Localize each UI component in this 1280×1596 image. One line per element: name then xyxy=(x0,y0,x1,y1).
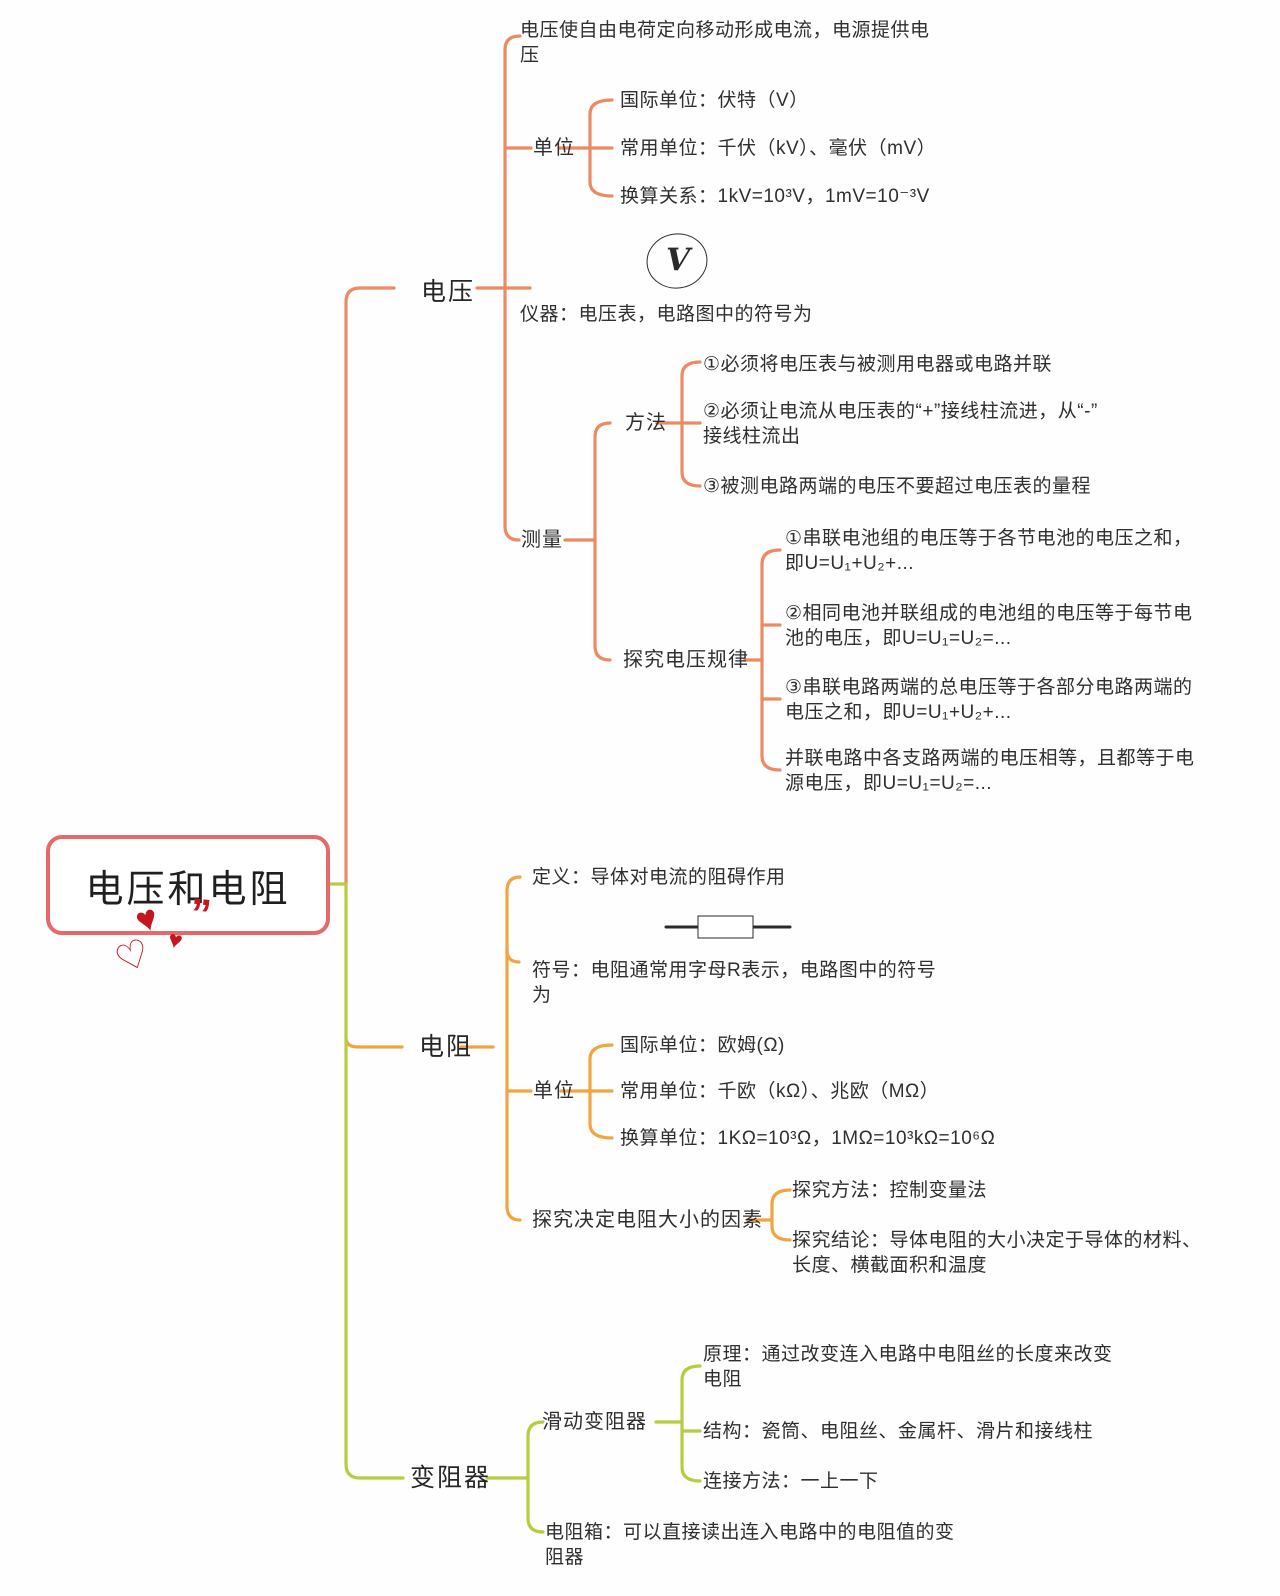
node-resistance-unit-si[interactable]: 国际单位：欧姆(Ω) xyxy=(620,1035,785,1056)
node-sliding-rheostat[interactable]: 滑动变阻器 xyxy=(542,1411,647,1433)
node-slider-principle[interactable]: 原理：通过改变连入电路中电阻丝的长度来改变 电阻 xyxy=(703,1344,1113,1390)
node-voltage-unit-conversion[interactable]: 换算关系：1kV=10³V，1mV=10⁻³V xyxy=(620,186,930,207)
root-title: 电压和电阻 xyxy=(85,868,291,911)
node-slider-structure[interactable]: 结构：瓷筒、电阻丝、金属杆、滑片和接线柱 xyxy=(703,1421,1094,1442)
node-voltage-intro[interactable]: 电压使自由电荷定向移动形成电流，电源提供电 压 xyxy=(520,20,930,66)
node-resistance-factors[interactable]: 探究决定电阻大小的因素 xyxy=(532,1209,763,1231)
node-voltage-rules[interactable]: 探究电压规律 xyxy=(623,649,749,671)
voltmeter-v-glyph: V xyxy=(665,242,691,278)
node-factors-method[interactable]: 探究方法：控制变量法 xyxy=(792,1180,988,1201)
voltage-branch-lines xyxy=(344,34,782,885)
node-method-1[interactable]: ①必须将电压表与被测用电器或电路并联 xyxy=(703,354,1053,375)
node-voltage-measure[interactable]: 测量 xyxy=(521,529,563,551)
quote-doodle-icon: ” xyxy=(187,889,214,938)
node-measure-method[interactable]: 方法 xyxy=(625,412,667,434)
node-voltage[interactable]: 电压 xyxy=(421,278,476,306)
node-rule-1[interactable]: ①串联电池组的电压等于各节电池的电压之和， 即U=U₁+U₂+... xyxy=(785,528,1193,574)
node-slider-connection[interactable]: 连接方法：一上一下 xyxy=(703,1471,879,1492)
node-resistance-box[interactable]: 电阻箱：可以直接读出连入电路中的电阻值的变 阻器 xyxy=(545,1522,955,1568)
rheostat-branch-lines xyxy=(328,882,702,1534)
resistor-symbol-icon xyxy=(697,915,754,939)
node-resistance-unit[interactable]: 单位 xyxy=(533,1080,575,1102)
node-factors-conclusion[interactable]: 探究结论：导体电阻的大小决定于导体的材料、 长度、横截面积和温度 xyxy=(792,1230,1202,1276)
circuit-symbols xyxy=(646,233,792,939)
node-resistance-unit-common[interactable]: 常用单位：千欧（kΩ）、兆欧（MΩ） xyxy=(620,1081,940,1102)
node-rule-3[interactable]: ③串联电路两端的总电压等于各部分电路两端的 电压之和，即U=U₁+U₂+... xyxy=(785,677,1193,723)
voltmeter-circle-icon xyxy=(646,233,708,289)
node-rule-4[interactable]: 并联电路中各支路两端的电压相等，且都等于电 源电压，即U=U₁=U₂=... xyxy=(785,748,1195,794)
node-resistance-symbol[interactable]: 符号：电阻通常用字母R表示，电路图中的符号 为 xyxy=(532,960,937,1006)
node-voltage-instrument[interactable]: 仪器：电压表，电路图中的符号为 xyxy=(520,304,813,325)
node-voltage-unit-si[interactable]: 国际单位：伏特（V） xyxy=(620,90,809,111)
node-method-2[interactable]: ②必须让电流从电压表的“+”接线柱流进，从“-” 接线柱流出 xyxy=(703,401,1098,447)
node-rule-2[interactable]: ②相同电池并联组成的电池组的电压等于每节电 池的电压，即U=U₁=U₂=... xyxy=(785,603,1193,649)
node-rheostat[interactable]: 变阻器 xyxy=(410,1464,492,1492)
node-resistance-unit-conversion[interactable]: 换算单位：1KΩ=10³Ω，1MΩ=10³kΩ=10⁶Ω xyxy=(620,1128,996,1149)
node-voltage-unit[interactable]: 单位 xyxy=(533,137,575,159)
node-resistance[interactable]: 电阻 xyxy=(419,1033,474,1061)
node-resistance-definition[interactable]: 定义：导体对电流的阻碍作用 xyxy=(532,867,786,888)
root-node[interactable]: 电压和电阻 xyxy=(46,835,330,935)
node-method-3[interactable]: ③被测电路两端的电压不要超过电压表的量程 xyxy=(703,476,1092,497)
node-voltage-unit-common[interactable]: 常用单位：千伏（kV）、毫伏（mV） xyxy=(620,138,937,159)
resistance-branch-lines xyxy=(344,875,792,1242)
